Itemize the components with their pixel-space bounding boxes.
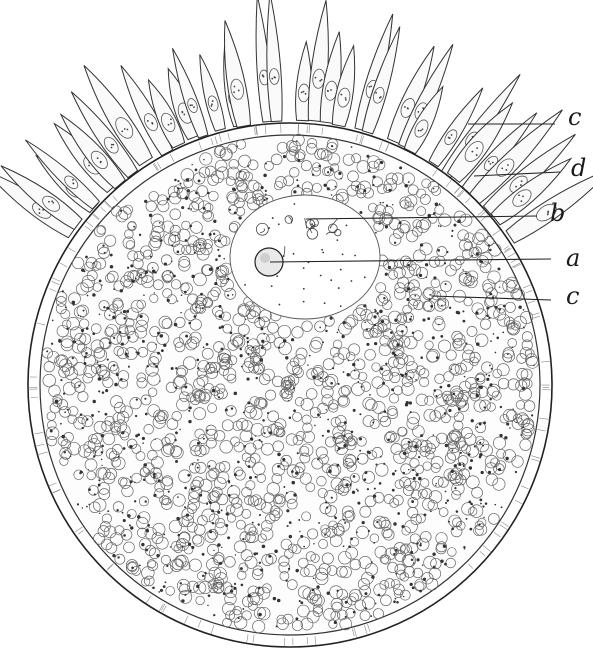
- label-germinal-vesicle: b: [550, 199, 565, 227]
- label-yolk: c: [566, 282, 579, 310]
- label-zona-pellucida: d: [571, 154, 586, 182]
- germinal-vesicle: [230, 195, 380, 319]
- label-germinal-spot: a: [566, 244, 580, 272]
- label-corona-cells: c: [568, 103, 581, 131]
